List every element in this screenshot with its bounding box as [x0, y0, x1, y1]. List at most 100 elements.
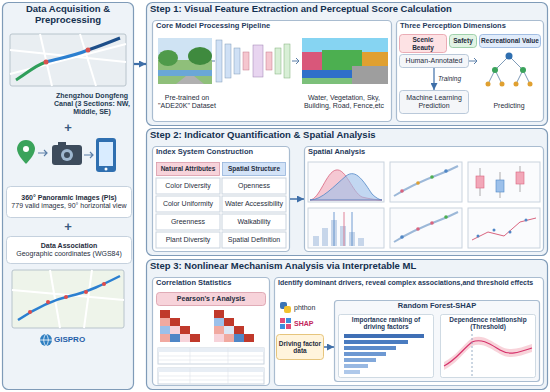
node-text: Geographic coordinates (WGS84) [8, 250, 130, 258]
panel-title: Correlation Statistics [156, 279, 266, 288]
sub-panel: Index System ConstructionNatural Attribu… [152, 146, 290, 252]
node-text: Spatial Structure [224, 165, 284, 172]
importance-bars-part [344, 370, 360, 374]
street-photo-part [158, 38, 212, 84]
panel-title: Spatial Analysis [308, 148, 540, 157]
correlation-heatmap [160, 310, 254, 342]
panel-title: Core Model Processing Pipeline [156, 22, 388, 31]
statistics-table [158, 348, 264, 384]
network-blocks-part [266, 52, 272, 70]
importance-bars-part [344, 364, 368, 368]
forest-icon-part [506, 53, 513, 60]
statistical-chart-part [477, 235, 480, 238]
correlation-heatmap-part [180, 326, 190, 334]
statistics-table-part [158, 368, 264, 384]
table-cell: Spatial Definition [222, 232, 286, 248]
statistical-chart [468, 162, 540, 248]
table-header: Spatial Structure [222, 162, 286, 176]
acquisition-icons-part [52, 145, 82, 165]
flow-arrow [433, 68, 434, 90]
panel-title: Importance ranking of driving factors [342, 316, 430, 331]
correlation-heatmap-part [170, 326, 180, 334]
table-cell: Color Diversity [156, 178, 220, 194]
model-panel-fill [335, 301, 540, 382]
step-panel: Step 3: Nonlinear Mechanism Analysis via… [146, 259, 548, 390]
spatial-map-part [400, 189, 404, 193]
gis-map-part [40, 334, 52, 346]
forest-icon [469, 53, 533, 87]
importance-bars-part [344, 334, 424, 338]
change-chart [308, 208, 384, 248]
index-table-cells-part [156, 214, 220, 230]
method-tag-fill [157, 293, 266, 306]
street-photo-part [176, 76, 204, 84]
spatial-map-part [390, 162, 462, 202]
shap-logo [280, 318, 291, 329]
segmentation-map-part [352, 66, 388, 84]
flow-arrow [324, 346, 334, 348]
acquisition-icons [17, 138, 116, 172]
change-chart-part [322, 228, 328, 246]
logo-text: phthon [294, 302, 326, 314]
network-blocks-part [212, 61, 215, 62]
step-panel: Step 1: Visual Feature Extraction and Pe… [146, 2, 548, 126]
network-blocks-part [292, 58, 299, 64]
node-text: 779 valid images, 90° horizontal view [8, 202, 130, 210]
forest-icon-part [486, 82, 491, 87]
dependence-curve [444, 334, 532, 376]
statistics-table-part [158, 348, 264, 352]
python-logo [280, 302, 291, 313]
gis-map [12, 270, 124, 346]
panel-title: Index System Construction [156, 148, 286, 157]
gis-map-part [84, 290, 88, 294]
step-panel-fill [147, 3, 548, 126]
method-box: Human-Annotated [399, 54, 469, 68]
street-photo-part [158, 50, 178, 66]
gis-map-part [102, 282, 106, 286]
statistical-chart-part [509, 231, 512, 234]
canal-map-part [10, 34, 126, 86]
chart-box: Importance ranking of driving factors [338, 314, 434, 378]
index-table-cells-part [156, 196, 220, 212]
density-chart-part [308, 162, 384, 202]
network-blocks [212, 40, 299, 82]
gis-map-part [28, 310, 32, 314]
acquisition-icons-part [99, 142, 113, 166]
canal-map-part [88, 38, 120, 50]
statistical-chart-part [468, 208, 540, 248]
spatial-map-part [444, 215, 448, 219]
statistics-table-part [158, 368, 264, 384]
change-chart-part [334, 212, 352, 246]
plus-sign: + [60, 121, 76, 135]
table-cell: Walkability [222, 214, 286, 230]
class-label: Water, Vegetation, Sky, Building, Road, … [300, 87, 388, 117]
sub-panel-fill [153, 21, 392, 122]
spatial-map-part [430, 221, 434, 225]
index-table-cells-part [222, 178, 286, 194]
node-text: Safety [451, 37, 475, 44]
dimension-chip-fill [400, 35, 447, 53]
index-table-cells-part [222, 214, 286, 230]
correlation-heatmap-part [224, 318, 234, 326]
sub-panel-fill [153, 147, 290, 252]
dimension-chip-fill [450, 35, 477, 48]
density-chart-part [310, 174, 382, 200]
importance-bars [344, 334, 424, 374]
correlation-heatmap-part [214, 310, 224, 318]
index-table-cells-part [156, 178, 220, 194]
data-box: Data AssociationGeographic coordinates (… [6, 236, 132, 264]
sub-panel: Core Model Processing PipelinePre-traine… [152, 20, 392, 122]
segmentation-map [302, 38, 388, 84]
correlation-heatmap-part [224, 326, 234, 334]
panel-title: Identify dominant drivers, reveal comple… [278, 279, 540, 287]
network-blocks-part [284, 44, 290, 78]
statistical-chart-part [476, 176, 484, 188]
spatial-map-part [416, 227, 420, 231]
statistical-chart-part [472, 218, 536, 240]
method-box-fill [400, 91, 469, 114]
map-caption: Zhengzhou Dongfeng Canal (3 Sections: NW… [50, 89, 134, 119]
python-logo-part [284, 306, 291, 313]
dimension-chip: Recreational Value [479, 34, 541, 48]
canal-map-part [86, 48, 91, 53]
